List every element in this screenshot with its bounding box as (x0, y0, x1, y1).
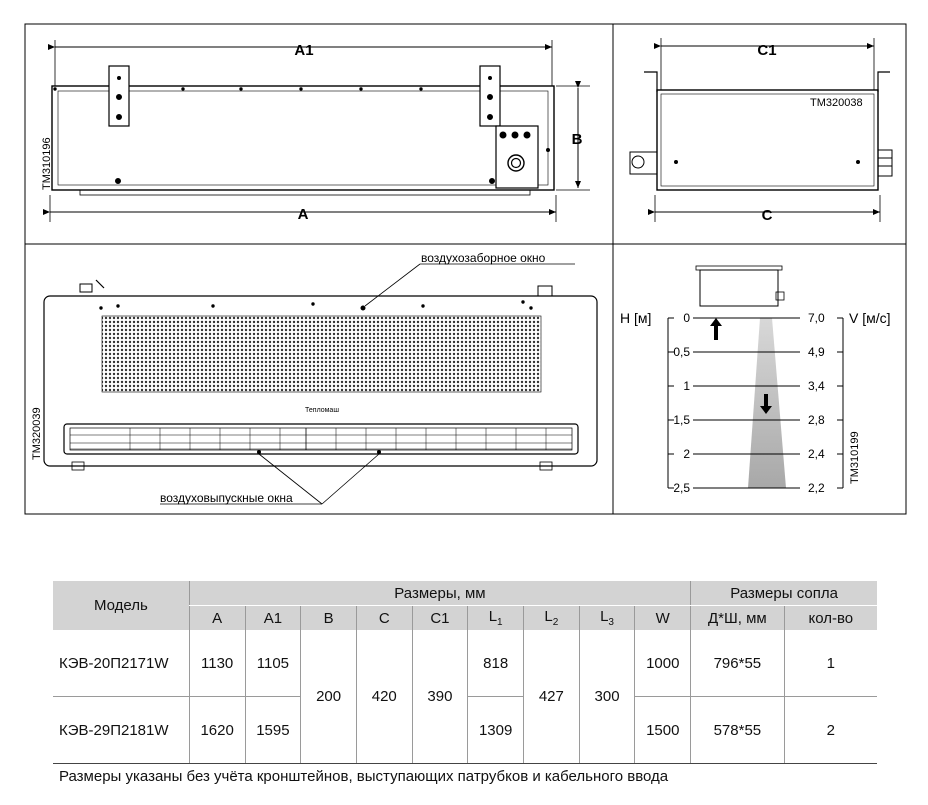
drawing-frames (24, 23, 907, 515)
drawing-code-airflow: ТМ310199 (849, 431, 861, 484)
w-cell: 1000 (634, 630, 691, 697)
col-label: C (378, 609, 390, 627)
height-tick: 2 (683, 447, 690, 461)
col-label: A1 (263, 609, 283, 627)
sizes-header: Размеры, мм (188, 581, 691, 606)
nozzle-count-cell: 1 (783, 630, 877, 697)
height-tick: 0 (683, 311, 690, 325)
a1-cell: 1595 (244, 696, 301, 764)
technical-drawing: A1 A B ТМ310196 C1 C ТМ320038 (24, 23, 907, 515)
col-sub: 3 (608, 617, 614, 628)
velocity-tick: 2,8 (808, 413, 825, 427)
b-cell: 200 (300, 630, 357, 764)
height-tick: 0,5 (673, 345, 690, 359)
outlet-windows-label: воздуховыпускные окна (160, 491, 293, 505)
height-tick: 1 (683, 379, 690, 393)
col-a1-header: A1 (244, 605, 301, 630)
drawing-code-side: ТМ320038 (810, 97, 863, 109)
col-b-header: B (300, 605, 357, 630)
col-nozzle-size-header: Д*Ш, мм (690, 605, 785, 630)
col-l1-header: L1 (467, 605, 524, 630)
c-cell: 420 (355, 630, 413, 764)
col-label: W (655, 609, 670, 627)
a1-cell: 1105 (244, 630, 301, 697)
l1-cell: 1309 (467, 696, 524, 764)
velocity-tick: 2,2 (808, 481, 825, 495)
table-footnote: Размеры указаны без учёта кронштейнов, в… (59, 768, 669, 785)
table-row: КЭВ-20П2171W 1130 1105 200 420 390 818 4… (53, 630, 877, 764)
drawing-code-bottom: ТМ320039 (31, 407, 43, 460)
col-c1-header: C1 (411, 605, 468, 630)
l3-cell: 300 (578, 630, 635, 764)
velocity-tick: 4,9 (808, 345, 825, 359)
col-c-header: C (355, 605, 413, 630)
col-sub: 2 (552, 617, 559, 628)
model-header: Модель (53, 581, 190, 630)
dimensions-table: Модель Размеры, мм Размеры сопла A A1 B … (53, 581, 877, 764)
velocity-tick: 3,4 (808, 379, 825, 393)
velocity-axis-label: V [м/с] (849, 310, 891, 326)
a-cell: 1620 (188, 696, 246, 764)
velocity-tick: 2,4 (808, 447, 825, 461)
col-l2-header: L2 (523, 605, 580, 630)
col-label: L (488, 608, 498, 625)
airflow-diagram (667, 265, 844, 489)
col-a-header: A (188, 605, 246, 630)
nozzle-size-cell: 796*55 (690, 630, 785, 697)
dim-a1-label: A1 (294, 42, 313, 59)
model-cell: КЭВ-29П2181W (53, 696, 190, 764)
l1-cell: 818 (467, 630, 524, 697)
height-axis-label: H [м] (620, 310, 651, 326)
dim-c1-label: C1 (757, 42, 776, 59)
nozzle-header: Размеры сопла (690, 581, 877, 606)
dim-a-label: A (298, 206, 309, 223)
velocity-tick: 7,0 (808, 311, 825, 325)
col-l3-header: L3 (578, 605, 635, 630)
model-cell: КЭВ-20П2171W (53, 630, 190, 697)
col-sub: 1 (497, 617, 503, 628)
intake-window-label: воздухозаборное окно (421, 251, 546, 265)
height-tick: 1,5 (673, 413, 690, 427)
front-view (43, 40, 590, 222)
side-view (629, 38, 893, 222)
col-label: L (600, 608, 609, 625)
height-ticks: 0 0,5 1 1,5 2 2,5 (673, 311, 690, 495)
velocity-ticks: 7,0 4,9 3,4 2,8 2,4 2,2 (808, 311, 825, 495)
nozzle-size-cell: 578*55 (690, 696, 785, 764)
dim-b-label: B (572, 131, 583, 148)
col-label: B (323, 609, 334, 627)
a-cell: 1130 (188, 630, 246, 697)
col-label: C1 (430, 609, 450, 627)
table-row: КЭВ-29П2181W 1620 1595 1309 1500 578*55 … (53, 696, 877, 764)
col-nozzle-count-header: кол-во (783, 605, 877, 630)
brand-logo: Тепломаш (305, 407, 339, 414)
drawing-code-front: ТМ310196 (41, 137, 53, 190)
c1-cell: 390 (411, 630, 468, 764)
w-cell: 1500 (634, 696, 691, 764)
col-w-header: W (634, 605, 691, 630)
nozzle-count-cell: 2 (783, 696, 877, 764)
col-label: L (544, 608, 553, 625)
l2-cell: 427 (523, 630, 580, 764)
height-tick: 2,5 (673, 481, 690, 495)
bottom-view (43, 263, 598, 505)
dim-c-label: C (762, 207, 773, 224)
col-label: A (212, 609, 223, 627)
